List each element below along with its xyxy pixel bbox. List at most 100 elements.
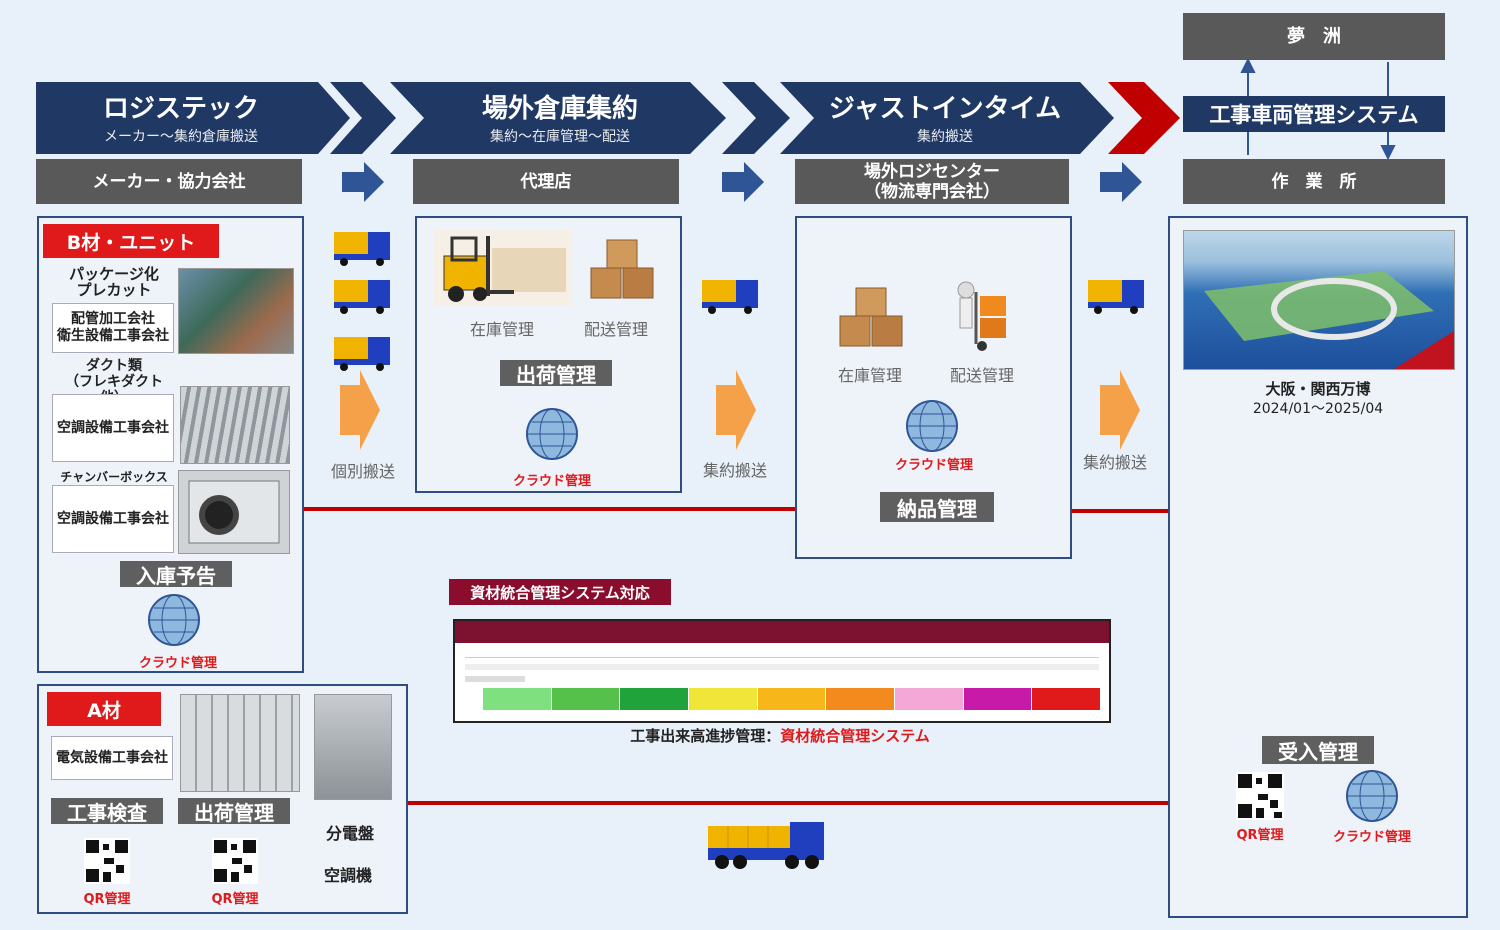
air-conditioner-label: 空調機 xyxy=(323,866,372,885)
boxes-icon xyxy=(834,282,910,350)
worksite-header: 作 業 所 xyxy=(1183,159,1445,204)
status-color-cell xyxy=(826,688,896,710)
status-color-cell xyxy=(1032,688,1102,710)
system-breadcrumb xyxy=(465,664,1099,670)
b-material-tag: B材・ユニット xyxy=(43,224,219,258)
stage-3-subtitle: 集約搬送 xyxy=(917,129,973,145)
logistics-center-header: 場外ロジセンター （物流専門会社） xyxy=(795,159,1069,204)
blue-arrow-icon xyxy=(342,162,1142,202)
truck-icon xyxy=(702,280,758,314)
cloud-globe-icon xyxy=(146,592,202,648)
stage-2-subtitle: 集約～在庫管理～配送 xyxy=(490,129,630,145)
shipping-qr-label: QR管理 xyxy=(211,892,259,907)
dealer-cloud-label: クラウド管理 xyxy=(512,474,591,489)
stage-3-title: ジャストインタイム xyxy=(828,94,1062,124)
system-caption: 工事出来高進捗管理：資材統合管理システム xyxy=(453,725,1107,746)
center-inventory-label: 在庫管理 xyxy=(837,366,902,385)
cloud-globe-icon xyxy=(524,406,580,462)
a-material-tag: A材 xyxy=(47,692,161,726)
expo-site-photo xyxy=(1183,230,1455,370)
dealer-delivery-label: 配送管理 xyxy=(583,320,648,339)
transit-consolidated-label-1: 集約搬送 xyxy=(702,461,767,480)
boxes-icon xyxy=(585,234,661,302)
qr-code-icon xyxy=(84,838,130,884)
pipe-company-label: 配管加工会社 衛生設備工事会社 xyxy=(52,303,174,353)
cloud-globe-icon xyxy=(1344,768,1400,824)
status-color-cell xyxy=(483,688,552,710)
status-color-cell xyxy=(620,688,690,710)
expo-name: 大阪・関西万博 xyxy=(1265,380,1371,398)
delivery-management-status: 納品管理 xyxy=(880,492,994,522)
system-tabs xyxy=(465,649,1099,658)
cloud-globe-icon xyxy=(904,398,960,454)
a-shipping-status: 出荷管理 xyxy=(178,798,290,825)
qr-code-icon xyxy=(1236,772,1284,820)
site-location: 夢 洲 xyxy=(1183,13,1445,60)
truck-icon xyxy=(334,232,390,266)
large-truck-icon xyxy=(708,822,824,869)
distribution-board-label: 分電盤 xyxy=(325,824,374,843)
electrical-company-label: 電気設備工事会社 xyxy=(51,736,173,780)
status-color-cell xyxy=(963,688,1033,710)
status-color-bar xyxy=(483,688,1102,710)
duct-photo xyxy=(180,386,290,464)
chamber-photo xyxy=(178,470,290,554)
center-delivery-label: 配送管理 xyxy=(949,366,1014,385)
status-color-cell xyxy=(689,688,758,710)
chevron-connector-1 xyxy=(330,82,396,154)
inspection-qr-label: QR管理 xyxy=(83,892,131,907)
qr-code-icon xyxy=(212,838,258,884)
maker-header: メーカー・協力会社 xyxy=(36,159,302,204)
transit-consolidated-label-2: 集約搬送 xyxy=(1082,453,1147,472)
truck-icon xyxy=(334,337,390,371)
stage-1-subtitle: メーカー～集約倉庫搬送 xyxy=(104,129,258,145)
stage-1-title: ロジステック xyxy=(102,94,259,124)
distribution-board-photo xyxy=(180,694,300,792)
site-qr-label: QR管理 xyxy=(1236,828,1284,843)
b-cloud-label: クラウド管理 xyxy=(138,656,217,671)
system-screenshot xyxy=(453,619,1111,723)
duct-company-label: 空調設備工事会社 xyxy=(52,394,174,462)
system-titlebar xyxy=(455,621,1109,643)
logistics-center-name: 場外ロジセンター xyxy=(864,161,1000,182)
stage-3: ジャストインタイム 集約搬送 xyxy=(810,82,1080,154)
logistics-center-note: （物流専門会社） xyxy=(864,181,1000,202)
chevron-connector-2 xyxy=(722,82,790,154)
forklift-icon xyxy=(434,230,572,306)
stage-1: ロジステック メーカー～集約倉庫搬送 xyxy=(36,82,326,154)
hand-cart-icon xyxy=(948,278,1012,352)
prefab-pipe-photo xyxy=(178,268,294,354)
status-color-cell xyxy=(757,688,827,710)
dealer-inventory-label: 在庫管理 xyxy=(469,320,534,339)
prefab-title: パッケージ化 プレカット xyxy=(69,265,159,299)
system-caption-highlight: 資材統合管理システム xyxy=(780,727,930,745)
receiving-management-status: 受入管理 xyxy=(1262,736,1374,764)
stage-chevron-2 xyxy=(390,82,726,154)
sync-arrows-icon xyxy=(1240,57,1396,161)
status-color-cell xyxy=(551,688,621,710)
center-cloud-label: クラウド管理 xyxy=(894,458,973,473)
arrival-notice-status: 入庫予告 xyxy=(120,561,232,588)
system-toolbar xyxy=(465,676,525,682)
stage-2: 場外倉庫集約 集約～在庫管理～配送 xyxy=(420,82,700,154)
stage-chevron-1 xyxy=(36,82,350,154)
stage-chevron-3 xyxy=(780,82,1114,154)
transit-individual-label: 個別搬送 xyxy=(330,462,395,481)
orange-arrow-icon xyxy=(340,370,1140,450)
truck-icon xyxy=(1088,280,1144,314)
truck-icon xyxy=(334,280,390,314)
inspection-status: 工事検査 xyxy=(51,798,163,825)
chamber-company-label: 空調設備工事会社 xyxy=(52,485,174,553)
dealer-shipping-status: 出荷管理 xyxy=(500,360,612,387)
site-cloud-label: クラウド管理 xyxy=(1332,830,1411,845)
expo-period: 2024/01～2025/04 xyxy=(1252,401,1384,417)
status-color-cell xyxy=(895,688,964,710)
stage-2-title: 場外倉庫集約 xyxy=(481,94,638,124)
air-conditioner-photo xyxy=(314,694,392,800)
vehicle-management-system: 工事車両管理システム xyxy=(1183,96,1445,132)
dealer-header: 代理店 xyxy=(413,159,679,204)
system-caption-prefix: 工事出来高進捗管理： xyxy=(630,727,781,745)
chevron-connector-red xyxy=(1108,82,1180,154)
integrated-system-tag: 資材統合管理システム対応 xyxy=(449,579,671,605)
